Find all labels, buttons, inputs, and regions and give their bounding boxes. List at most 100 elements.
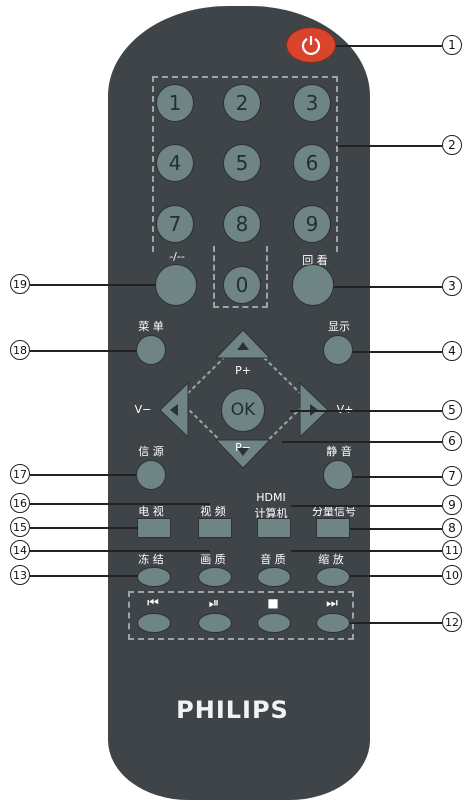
number-button-3[interactable]: 3 — [293, 84, 331, 122]
callout-9: 9 — [442, 495, 462, 515]
up-arrow-icon — [237, 342, 249, 350]
play-pause-icon: ⏯ — [208, 596, 220, 611]
mute-label: 静 音 — [326, 445, 352, 458]
callout-line-18 — [30, 350, 136, 352]
callout-line-13 — [30, 575, 138, 577]
callout-line-12 — [350, 622, 442, 624]
dpad — [178, 336, 310, 466]
dash-label: -/-- — [169, 250, 185, 263]
volume-down-button[interactable] — [158, 381, 190, 439]
callout-line-2 — [338, 145, 442, 147]
callout-1: 1 — [442, 35, 462, 55]
freeze-label: 冻 结 — [138, 553, 164, 566]
callout-line-11 — [291, 550, 442, 552]
computer-label: 计算机 — [254, 507, 288, 520]
display-label: 显示 — [328, 320, 350, 333]
callout-8: 8 — [442, 518, 462, 538]
number-button-4[interactable]: 4 — [156, 144, 194, 182]
number-button-6[interactable]: 6 — [293, 144, 331, 182]
v-plus-label: V+ — [330, 403, 360, 416]
stop-icon: ■ — [267, 596, 279, 610]
component-label: 分量信号 — [312, 505, 356, 518]
number-button-7[interactable]: 7 — [156, 205, 194, 243]
number-button-1[interactable]: 1 — [156, 84, 194, 122]
numpad-outline — [152, 76, 338, 252]
callout-2: 2 — [442, 135, 462, 155]
zoom-label: 缩 放 — [318, 553, 344, 566]
video-button[interactable] — [198, 518, 232, 538]
callout-6: 6 — [442, 431, 462, 451]
callout-12: 12 — [442, 612, 462, 632]
dash-button[interactable] — [155, 264, 197, 306]
callout-4: 4 — [442, 341, 462, 361]
media-outline — [128, 591, 354, 640]
callout-line-4 — [353, 351, 442, 353]
callout-13: 13 — [10, 565, 30, 585]
prev-button[interactable] — [137, 613, 171, 633]
number-button-0[interactable]: 0 — [223, 266, 261, 304]
callout-line-17 — [30, 474, 136, 476]
hdmi-label: HDMI — [256, 491, 286, 504]
channel-up-button[interactable] — [214, 328, 272, 360]
down-arrow-icon — [237, 448, 249, 456]
callout-line-1 — [336, 45, 442, 47]
zoom-button[interactable] — [316, 567, 350, 587]
callout-line-9 — [291, 505, 442, 507]
brand-logo: PHILIPS — [176, 696, 289, 724]
menu-label: 菜 单 — [138, 320, 164, 333]
callout-18: 18 — [10, 340, 30, 360]
play-pause-button[interactable] — [198, 613, 232, 633]
stop-button[interactable] — [257, 613, 291, 633]
numpad-zero-outline — [213, 246, 268, 308]
ok-button[interactable]: OK — [221, 388, 265, 432]
number-button-8[interactable]: 8 — [223, 205, 261, 243]
callout-16: 16 — [10, 493, 30, 513]
sound-button[interactable] — [257, 567, 291, 587]
video-label: 视 频 — [200, 505, 226, 518]
callout-17: 17 — [10, 464, 30, 484]
next-icon: ⏭ — [326, 596, 338, 611]
callout-line-7 — [353, 476, 442, 478]
callout-15: 15 — [10, 517, 30, 537]
callout-3: 3 — [442, 276, 462, 296]
picture-button[interactable] — [198, 567, 232, 587]
freeze-button[interactable] — [137, 567, 171, 587]
display-button[interactable] — [323, 335, 353, 365]
hdmi-computer-button[interactable] — [257, 518, 291, 538]
callout-line-15 — [30, 527, 138, 529]
callout-line-6 — [282, 441, 442, 443]
v-minus-label: V− — [134, 403, 152, 416]
number-button-9[interactable]: 9 — [293, 205, 331, 243]
next-button[interactable] — [316, 613, 350, 633]
p-minus-label: P− — [235, 441, 251, 454]
callout-line-5 — [290, 410, 442, 412]
callout-19: 19 — [10, 274, 30, 294]
source-button[interactable] — [136, 460, 166, 490]
callout-line-16 — [30, 503, 210, 505]
callout-7: 7 — [442, 466, 462, 486]
callout-line-10 — [350, 575, 442, 577]
callout-line-14 — [30, 550, 210, 552]
callout-5: 5 — [442, 400, 462, 420]
power-button[interactable] — [286, 27, 336, 63]
p-plus-label: P+ — [235, 364, 251, 377]
component-button[interactable] — [316, 518, 350, 538]
back-button[interactable] — [292, 264, 334, 306]
prev-icon: ⏮ — [147, 596, 159, 611]
number-button-2[interactable]: 2 — [223, 84, 261, 122]
power-icon — [301, 36, 321, 56]
channel-down-button[interactable] — [214, 438, 272, 470]
callout-line-19 — [30, 284, 156, 286]
callout-11: 11 — [442, 540, 462, 560]
menu-button[interactable] — [136, 335, 166, 365]
mute-button[interactable] — [323, 460, 353, 490]
tv-button[interactable] — [137, 518, 171, 538]
callout-10: 10 — [442, 565, 462, 585]
tv-label: 电 视 — [138, 505, 164, 518]
sound-label: 音 质 — [260, 553, 286, 566]
callout-line-8 — [350, 528, 442, 530]
source-label: 信 源 — [138, 445, 164, 458]
back-label: 回 看 — [302, 254, 328, 267]
number-button-5[interactable]: 5 — [223, 144, 261, 182]
callout-14: 14 — [10, 540, 30, 560]
